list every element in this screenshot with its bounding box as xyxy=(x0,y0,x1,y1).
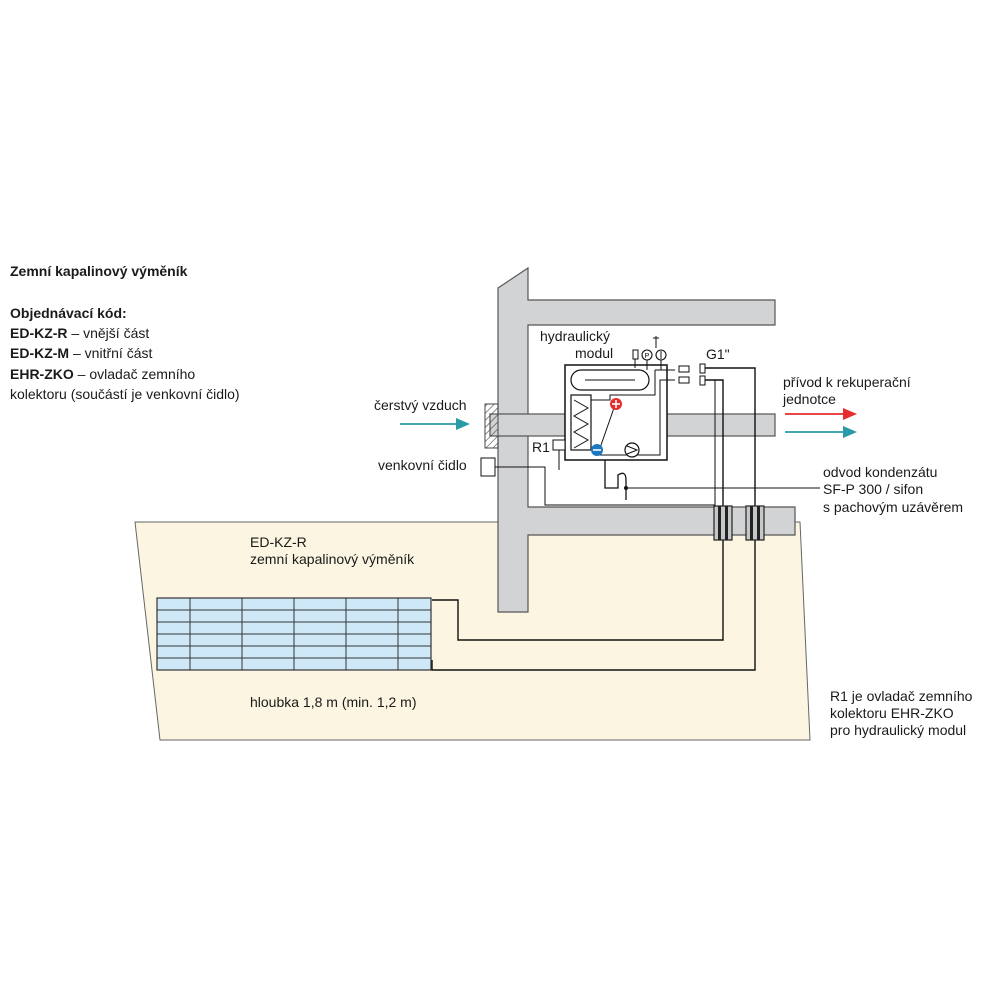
order-line-2: ED-KZ-M – vnitřní část xyxy=(10,343,152,364)
air-vent-icon xyxy=(632,336,659,368)
order-code-3: EHR-ZKO xyxy=(10,366,74,382)
wall-sleeve-2 xyxy=(745,505,765,541)
label-note-1: R1 je ovladač zemního xyxy=(830,688,973,704)
wall-sleeve-1 xyxy=(713,505,733,541)
order-line-1: ED-KZ-R – vnější část xyxy=(10,323,149,344)
label-hydraulic-module-1: hydraulický xyxy=(540,328,610,344)
svg-text:P: P xyxy=(645,353,650,360)
label-ground-2: zemní kapalinový výměník xyxy=(250,551,415,567)
order-heading: Objednávací kód: xyxy=(10,305,127,321)
pump-icon xyxy=(624,442,640,458)
intake-grille xyxy=(484,403,499,449)
label-depth: hloubka 1,8 m (min. 1,2 m) xyxy=(250,694,417,710)
label-condensate-2: SF-P 300 / sifon xyxy=(823,481,923,497)
label-note-2: kolektoru EHR-ZKO xyxy=(830,705,954,721)
label-hydraulic-module-2: modul xyxy=(575,345,613,361)
ground-collector-coil xyxy=(156,597,432,671)
label-condensate-1: odvod kondenzátu xyxy=(823,464,937,480)
order-desc-2: – vnitřní část xyxy=(69,345,153,361)
label-fresh-air: čerstvý vzduch xyxy=(374,397,467,413)
order-code-1: ED-KZ-R xyxy=(10,325,68,341)
label-note-3: pro hydraulický modul xyxy=(830,722,966,738)
condensate-siphon xyxy=(604,460,627,500)
hydraulic-module xyxy=(564,364,675,461)
label-r1: R1 xyxy=(532,439,550,455)
valve-lower xyxy=(678,375,706,386)
label-supply-2: jednotce xyxy=(782,391,836,407)
pipe-return xyxy=(431,367,756,671)
supply-arrow-cool xyxy=(785,426,857,438)
cold-minus-icon xyxy=(591,444,603,456)
pressure-gauge-icon: P xyxy=(641,349,653,370)
order-continuation: kolektoru (součástí je venkovní čidlo) xyxy=(10,386,240,402)
order-code-2: ED-KZ-M xyxy=(10,345,70,361)
thermometer-icon xyxy=(655,349,667,370)
outdoor-sensor xyxy=(480,457,496,477)
label-supply-1: přívod k rekuperační xyxy=(783,374,911,390)
label-outdoor-sensor: venkovní čidlo xyxy=(378,457,467,473)
label-g1: G1" xyxy=(706,346,730,362)
order-desc-1: – vnější část xyxy=(67,325,150,341)
pipe-supply xyxy=(432,379,724,641)
label-ground-1: ED-KZ-R xyxy=(250,534,307,550)
fresh-air-arrow xyxy=(400,418,470,430)
order-line-3: EHR-ZKO – ovladač zemního xyxy=(10,364,195,385)
valve-upper xyxy=(678,363,706,374)
label-condensate-3: s pachovým uzávěrem xyxy=(823,499,963,515)
r1-controller xyxy=(552,439,566,451)
page-title: Zemní kapalinový výměník xyxy=(10,263,188,279)
supply-arrow-warm xyxy=(785,408,857,420)
order-desc-3: – ovladač zemního xyxy=(73,366,196,382)
hot-plus-icon xyxy=(610,398,622,410)
